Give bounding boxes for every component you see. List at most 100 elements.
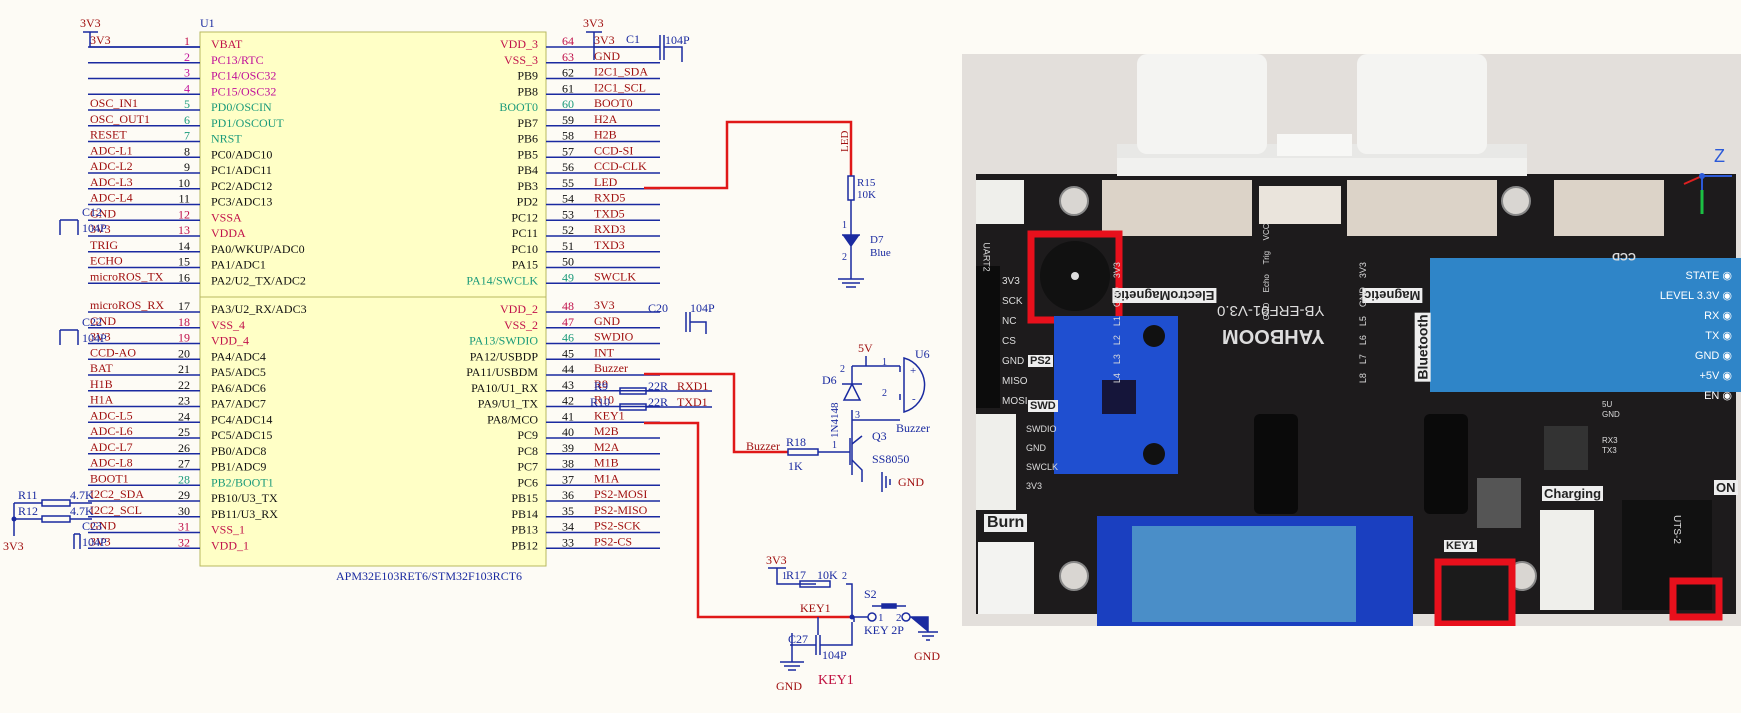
silk-key1: KEY1 bbox=[1444, 540, 1477, 552]
chip-pin-name: PB2/BOOT1 bbox=[211, 475, 274, 489]
r18-value: 1K bbox=[788, 459, 803, 473]
chip-part: APM32E103RET6/STM32F103RCT6 bbox=[336, 569, 522, 583]
chip-pin-number: 32 bbox=[178, 535, 190, 549]
chip-pin-number: 23 bbox=[178, 394, 190, 408]
mag-pin: GND bbox=[1358, 287, 1368, 308]
chip-pin-net: H1A bbox=[90, 393, 114, 407]
imu-hole-1 bbox=[1143, 325, 1165, 347]
ultra-pin-list: GND Echo Trig VCC bbox=[1262, 224, 1271, 320]
chip-pin-net: GND bbox=[90, 519, 116, 533]
chip-pin-net: SWDIO bbox=[594, 330, 634, 344]
chip-pin-name: PC6 bbox=[517, 475, 538, 489]
chip-pin-net: 3V3 bbox=[594, 33, 615, 47]
chip-pin-number: 36 bbox=[562, 488, 574, 502]
r11-r12-wiring bbox=[13, 502, 92, 536]
chip-pin-number: 12 bbox=[178, 207, 190, 221]
bt-pin: TX ◉ bbox=[1705, 330, 1732, 342]
chip-pin-number: 20 bbox=[178, 346, 190, 360]
chip-pin-name: PB7 bbox=[517, 116, 538, 130]
chip-pin-net: ECHO bbox=[90, 254, 123, 268]
chip-pin-net: ADC-L6 bbox=[90, 424, 133, 438]
switch-highlight bbox=[1669, 577, 1723, 621]
silk-ccd: CCD bbox=[1612, 250, 1636, 262]
chip-pin-net: PS2-SCK bbox=[594, 519, 641, 533]
mag-pin: L7 bbox=[1358, 354, 1368, 365]
chip-pin-number: 26 bbox=[178, 441, 190, 455]
chip-pin-number: 21 bbox=[178, 362, 190, 376]
chip-pin-name: PC14/OSC32 bbox=[211, 69, 276, 83]
chip-pin-number: 17 bbox=[178, 299, 190, 313]
chip-pin-net: 3V3 bbox=[90, 33, 111, 47]
chip-pin-net: RXD3 bbox=[594, 222, 625, 236]
bt-pin: RX ◉ bbox=[1704, 310, 1732, 322]
chip-pin-net: M2A bbox=[594, 440, 620, 454]
bt-pin: STATE ◉ bbox=[1685, 270, 1732, 282]
s2-label: S2 bbox=[864, 587, 877, 601]
chip-pin-name: PC8 bbox=[517, 444, 538, 458]
chip-pin-name: PC7 bbox=[517, 460, 538, 474]
u6-plus: + bbox=[910, 365, 916, 377]
d7-pin2: 2 bbox=[842, 252, 847, 263]
chip-pin-net: I2C2_SDA bbox=[90, 487, 144, 501]
chip-pin-number: 4 bbox=[184, 81, 190, 95]
mount-hole-2 bbox=[1501, 186, 1531, 216]
chip-pin-name: PB11/U3_RX bbox=[211, 507, 278, 521]
chip-pin-name: PC3/ADC13 bbox=[211, 195, 272, 209]
chip-pin-number: 2 bbox=[184, 50, 190, 64]
silk-uart2: UART2 bbox=[981, 242, 992, 272]
chip-pin-name: PC0/ADC10 bbox=[211, 147, 272, 161]
chip-pin-name: VDD_4 bbox=[211, 334, 249, 348]
connector-em bbox=[1102, 180, 1252, 236]
chip-pin-number: 11 bbox=[178, 192, 190, 206]
v3-top-left: 3V3 bbox=[80, 16, 101, 30]
chip-pin-number: 59 bbox=[562, 113, 574, 127]
r17-label: R17 bbox=[786, 568, 806, 582]
chip-pin-number: 64 bbox=[562, 34, 574, 48]
chip-pin-number: 16 bbox=[178, 270, 190, 284]
axis-origin bbox=[1699, 173, 1705, 179]
chip-pin-name: PB3 bbox=[517, 179, 538, 193]
chip-pin-number: 63 bbox=[562, 50, 574, 64]
chip-pin-name: VSS_3 bbox=[504, 53, 538, 67]
q3-label: Q3 bbox=[872, 429, 887, 443]
u6-pin2: 2 bbox=[882, 388, 887, 399]
chip-pin-name: PA15 bbox=[512, 258, 538, 272]
chip-pin-number: 29 bbox=[178, 488, 190, 502]
c20-symbol bbox=[685, 312, 707, 334]
chip-pin-name: VSS_1 bbox=[211, 523, 245, 537]
connector-left-white bbox=[976, 414, 1016, 510]
chip-pin-net: 3V3 bbox=[90, 330, 111, 344]
ultrasonic-board bbox=[1117, 156, 1527, 176]
u6-pin1: 1 bbox=[882, 357, 887, 368]
s2-actuator bbox=[872, 603, 938, 641]
chip-pin-name: PA4/ADC4 bbox=[211, 349, 266, 363]
chip-pin-number: 62 bbox=[562, 66, 574, 80]
chip-pin-net: TXD5 bbox=[594, 206, 625, 220]
chip-pin-name: PB5 bbox=[517, 147, 538, 161]
d7-pin1: 1 bbox=[842, 220, 847, 231]
chip-pin-number: 43 bbox=[562, 378, 574, 392]
c22-value: 104P bbox=[82, 331, 107, 345]
chip-pin-number: 47 bbox=[562, 315, 574, 329]
r9-value: 22R bbox=[648, 379, 668, 393]
chip-pin-net: R9 bbox=[594, 377, 608, 391]
silk-bluetooth: Bluetooth bbox=[1414, 312, 1431, 382]
chip-pin-number: 14 bbox=[178, 239, 190, 253]
c12-value: 104P bbox=[82, 221, 107, 235]
r9-net: RXD1 bbox=[677, 379, 708, 393]
c1-label: C1 bbox=[626, 32, 640, 46]
em-pin-list: L4 L3 L2 L1 GND 3V3 bbox=[1112, 262, 1122, 383]
ps2-pin-list: 3V3 SCK NC CS GND MISO MOSI bbox=[1002, 272, 1028, 412]
ps2-pin: CS bbox=[1002, 336, 1016, 347]
r12-body bbox=[41, 515, 71, 523]
chip-pin-number: 31 bbox=[178, 520, 190, 534]
chip-pin-number: 5 bbox=[184, 97, 190, 111]
chip-pin-number: 19 bbox=[178, 331, 190, 345]
chip-pin-name: PB8 bbox=[517, 84, 538, 98]
key1-caption: KEY1 bbox=[818, 673, 854, 688]
chip-pin-name: NRST bbox=[211, 132, 242, 146]
silk-on: ON bbox=[1714, 480, 1738, 495]
chip-pin-name: PD0/OSCIN bbox=[211, 100, 272, 114]
chip-pin-net: I2C2_SCL bbox=[90, 503, 142, 517]
d6-pin2: 2 bbox=[840, 364, 845, 375]
